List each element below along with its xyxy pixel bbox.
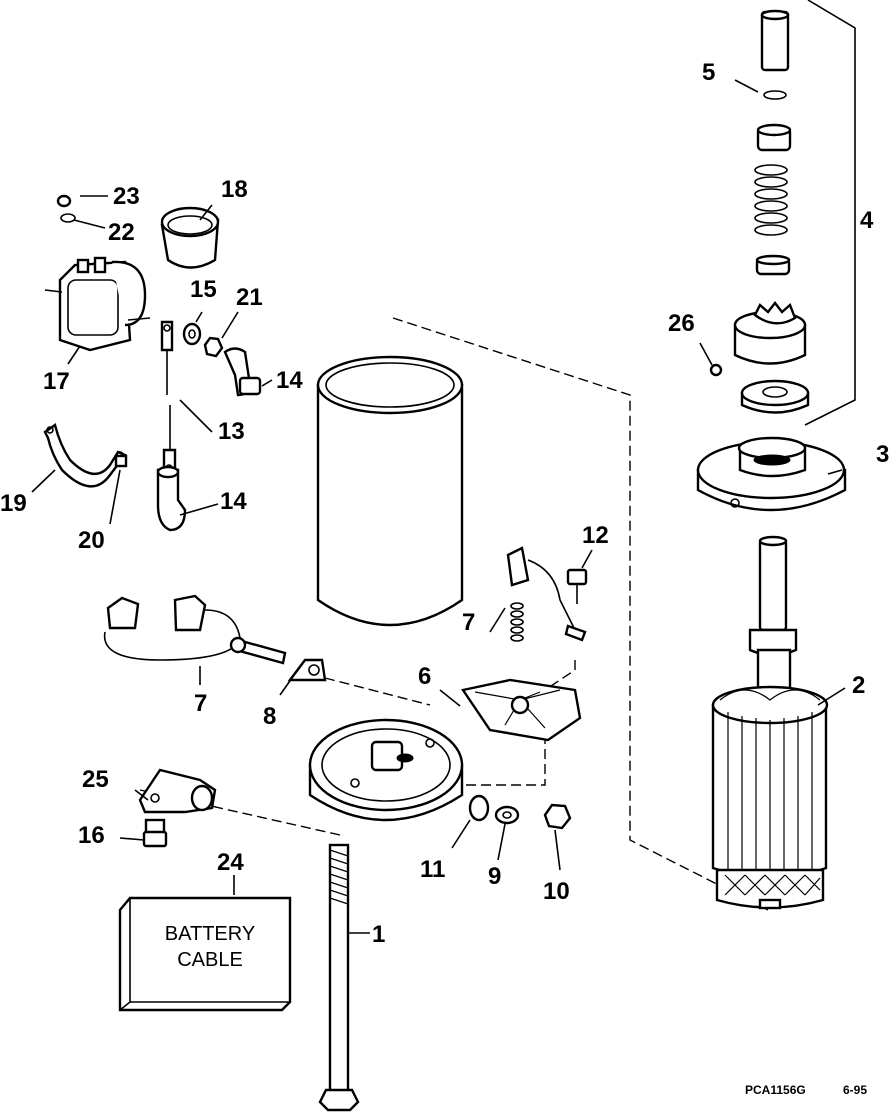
footer-date: 6-95 [843, 1083, 867, 1097]
washer-15 [182, 322, 202, 346]
through-bolt [318, 843, 360, 1112]
battery-cable-box [118, 896, 292, 1012]
nut-21 [203, 336, 224, 358]
anti-drift-spring [754, 164, 788, 236]
brush-set-left [103, 594, 287, 665]
callout-17: 17 [43, 368, 70, 395]
lockwasher-26 [709, 363, 723, 377]
callout-10: 10 [543, 878, 570, 905]
callout-8: 8 [263, 703, 276, 730]
washer-22 [60, 213, 76, 223]
screw-16 [142, 818, 168, 848]
brush-plate [461, 678, 582, 742]
callout-5: 5 [702, 59, 715, 86]
callout-1: 1 [372, 921, 385, 948]
callout-25: 25 [82, 766, 109, 793]
callout-14-lower: 14 [220, 488, 247, 515]
callout-15: 15 [190, 276, 217, 303]
callout-22: 22 [108, 219, 135, 246]
callout-3: 3 [876, 441, 889, 468]
pinion-gear [733, 301, 807, 365]
stop-collar [756, 123, 792, 152]
spacer [755, 254, 791, 276]
cable-clamp [138, 768, 217, 814]
callout-2: 2 [852, 672, 865, 699]
insulator-11 [468, 794, 490, 822]
solenoid-boot [160, 206, 220, 269]
battery-box-line2: CABLE [177, 949, 243, 971]
callout-13: 13 [218, 418, 245, 445]
screw-12 [566, 568, 588, 604]
callout-20: 20 [78, 527, 105, 554]
drive-end-cap [696, 436, 847, 512]
cable-13 [160, 320, 177, 477]
armature [711, 535, 829, 910]
callout-23: 23 [113, 183, 140, 210]
footer-code: PCA1156G [745, 1083, 806, 1097]
screw-20 [114, 454, 128, 468]
callout-4: 4 [860, 207, 874, 234]
callout-12: 12 [582, 522, 609, 549]
terminal-boot-upper [223, 347, 262, 397]
callout-16: 16 [78, 822, 105, 849]
mounting-strap [43, 423, 127, 488]
commutator-end-cap [308, 718, 464, 822]
nut-10 [543, 803, 572, 830]
callout-21: 21 [236, 284, 263, 311]
callout-labels: 1 2 3 4 5 6 7 7 8 9 10 11 12 13 14 14 15… [0, 59, 889, 948]
callout-19: 19 [0, 490, 27, 517]
callout-24: 24 [217, 849, 244, 876]
callout-7-right: 7 [462, 609, 475, 636]
terminal-boot-lower [156, 465, 187, 532]
drive-washer [740, 379, 810, 414]
callout-26: 26 [668, 310, 695, 337]
solenoid [44, 256, 151, 352]
retaining-ring [763, 90, 787, 100]
washer-9 [494, 805, 520, 825]
callout-18: 18 [221, 176, 248, 203]
battery-box-line1: BATTERY [165, 923, 255, 945]
callout-7-left: 7 [194, 690, 207, 717]
callout-9: 9 [488, 863, 501, 890]
drive-cap [760, 9, 790, 72]
nut-23 [56, 194, 72, 208]
brush-set-right [506, 546, 587, 642]
callout-11: 11 [420, 856, 445, 883]
callout-14-upper: 14 [276, 367, 303, 394]
part-4-bracket-line [804, 0, 856, 426]
motor-frame [316, 355, 464, 627]
callout-6: 6 [418, 663, 431, 690]
terminal-block [287, 658, 327, 682]
leader-lines [31, 79, 846, 934]
